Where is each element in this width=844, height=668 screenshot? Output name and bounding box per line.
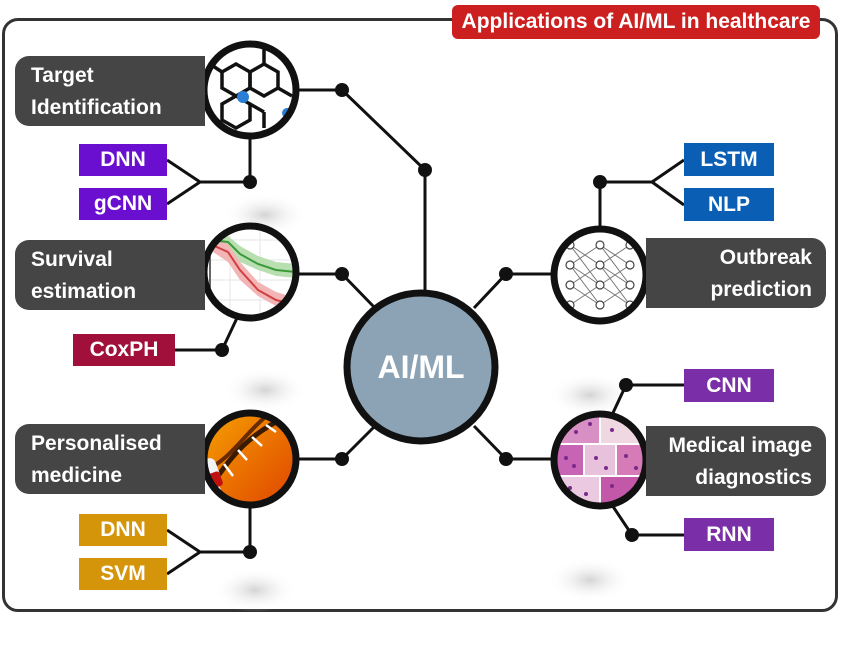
tag-target-dnn: DNN xyxy=(79,144,167,176)
tag-medical-rnn: RNN xyxy=(684,518,774,551)
neural-network-image xyxy=(550,225,650,325)
target-identification-label: Target Identification xyxy=(15,56,205,126)
molecule-image xyxy=(200,40,300,140)
tag-personal-dnn: DNN xyxy=(79,514,167,546)
connector-line xyxy=(166,550,201,576)
connector-line xyxy=(472,272,508,310)
medical-image-diagnostics-label: Medical image diagnostics xyxy=(646,426,826,496)
junction-dot xyxy=(499,452,513,466)
junction-dot xyxy=(418,163,432,177)
connector-line xyxy=(472,424,508,461)
junction-dot xyxy=(335,83,349,97)
medical-line1: Medical image xyxy=(668,434,812,457)
connector-line xyxy=(340,272,377,310)
outbreak-line2: prediction xyxy=(710,278,812,301)
center-node xyxy=(343,289,499,445)
shadow xyxy=(213,568,297,612)
connector-line xyxy=(610,504,684,537)
connector-line xyxy=(600,158,685,184)
junction-dot xyxy=(625,528,639,542)
junction-dot xyxy=(335,267,349,281)
junction-dot xyxy=(243,545,257,559)
junction-dot xyxy=(335,452,349,466)
histology-image xyxy=(550,410,650,510)
junction-dot xyxy=(593,175,607,189)
junction-dot xyxy=(243,175,257,189)
connector-line xyxy=(651,180,685,207)
title-badge: Applications of AI/ML in healthcare xyxy=(452,5,820,39)
tag-survival-coxph: CoxPH xyxy=(73,334,175,366)
tag-personal-svm: SVM xyxy=(79,558,167,590)
connector-line xyxy=(340,424,377,461)
junction-dot xyxy=(499,267,513,281)
junction-dot xyxy=(215,343,229,357)
connector-line xyxy=(166,158,250,184)
connector-line xyxy=(166,528,250,554)
target-line1: Target xyxy=(31,64,94,87)
survival-curve-image xyxy=(200,222,300,322)
shadow xyxy=(548,558,632,602)
personalised-medicine-label: Personalised medicine xyxy=(15,424,205,494)
connector-line xyxy=(296,88,427,310)
center-label: AI/ML xyxy=(377,349,465,385)
connector-line xyxy=(166,180,201,206)
tag-outbreak-lstm: LSTM xyxy=(684,143,774,176)
connector-line xyxy=(175,317,239,352)
tag-target-gcnn: gCNN xyxy=(79,188,167,220)
survival-line1: Survival xyxy=(31,248,113,271)
junction-dot xyxy=(619,378,633,392)
medical-line2: diagnostics xyxy=(695,466,812,489)
outbreak-line1: Outbreak xyxy=(719,246,812,269)
shadow xyxy=(223,368,307,412)
shadow xyxy=(548,373,632,417)
survival-estimation-label: Survival estimation xyxy=(15,240,205,310)
outbreak-prediction-label: Outbreak prediction xyxy=(646,238,826,308)
tag-outbreak-nlp: NLP xyxy=(684,188,774,221)
tag-medical-cnn: CNN xyxy=(684,369,774,402)
personalised-line1: Personalised xyxy=(31,432,162,455)
personalised-line2: medicine xyxy=(31,464,123,487)
dna-image xyxy=(200,409,300,509)
survival-line2: estimation xyxy=(31,280,137,303)
target-line2: Identification xyxy=(31,96,162,119)
